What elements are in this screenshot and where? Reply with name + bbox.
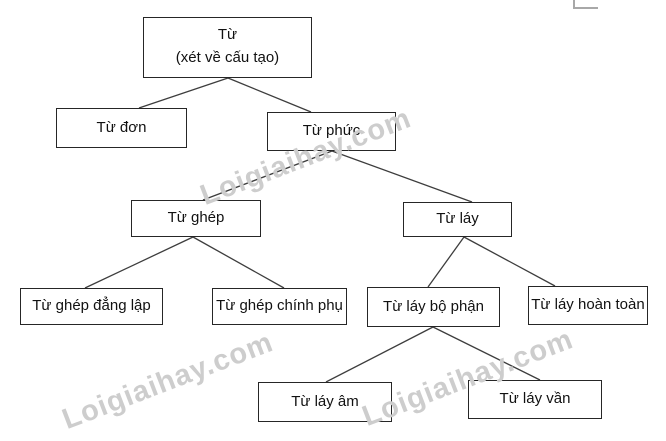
node-tu-phuc: Từ phức <box>267 112 396 151</box>
node-tu-lay-hoan-toan: Từ láy hoàn toàn <box>528 286 648 325</box>
node-tu-lay-van: Từ láy vần <box>468 380 602 419</box>
node-tu-lay: Từ láy <box>403 202 512 237</box>
node-root: Từ (xét về cấu tạo) <box>143 17 312 78</box>
node-tu-don: Từ đơn <box>56 108 187 148</box>
node-root-line1: Từ <box>217 25 238 43</box>
corner-mark-horizontal <box>573 7 598 9</box>
node-tu-ghep-dang-lap: Từ ghép đẳng lập <box>20 288 163 325</box>
node-tu-ghep-chinh-phu: Từ ghép chính phụ <box>212 288 347 325</box>
corner-mark-vertical <box>573 0 575 8</box>
node-tu-lay-am: Từ láy âm <box>258 382 392 422</box>
node-root-line2: (xét về cấu tạo) <box>175 49 280 66</box>
node-tu-ghep: Từ ghép <box>131 200 261 237</box>
node-tu-lay-bo-phan: Từ láy bộ phận <box>367 287 500 327</box>
